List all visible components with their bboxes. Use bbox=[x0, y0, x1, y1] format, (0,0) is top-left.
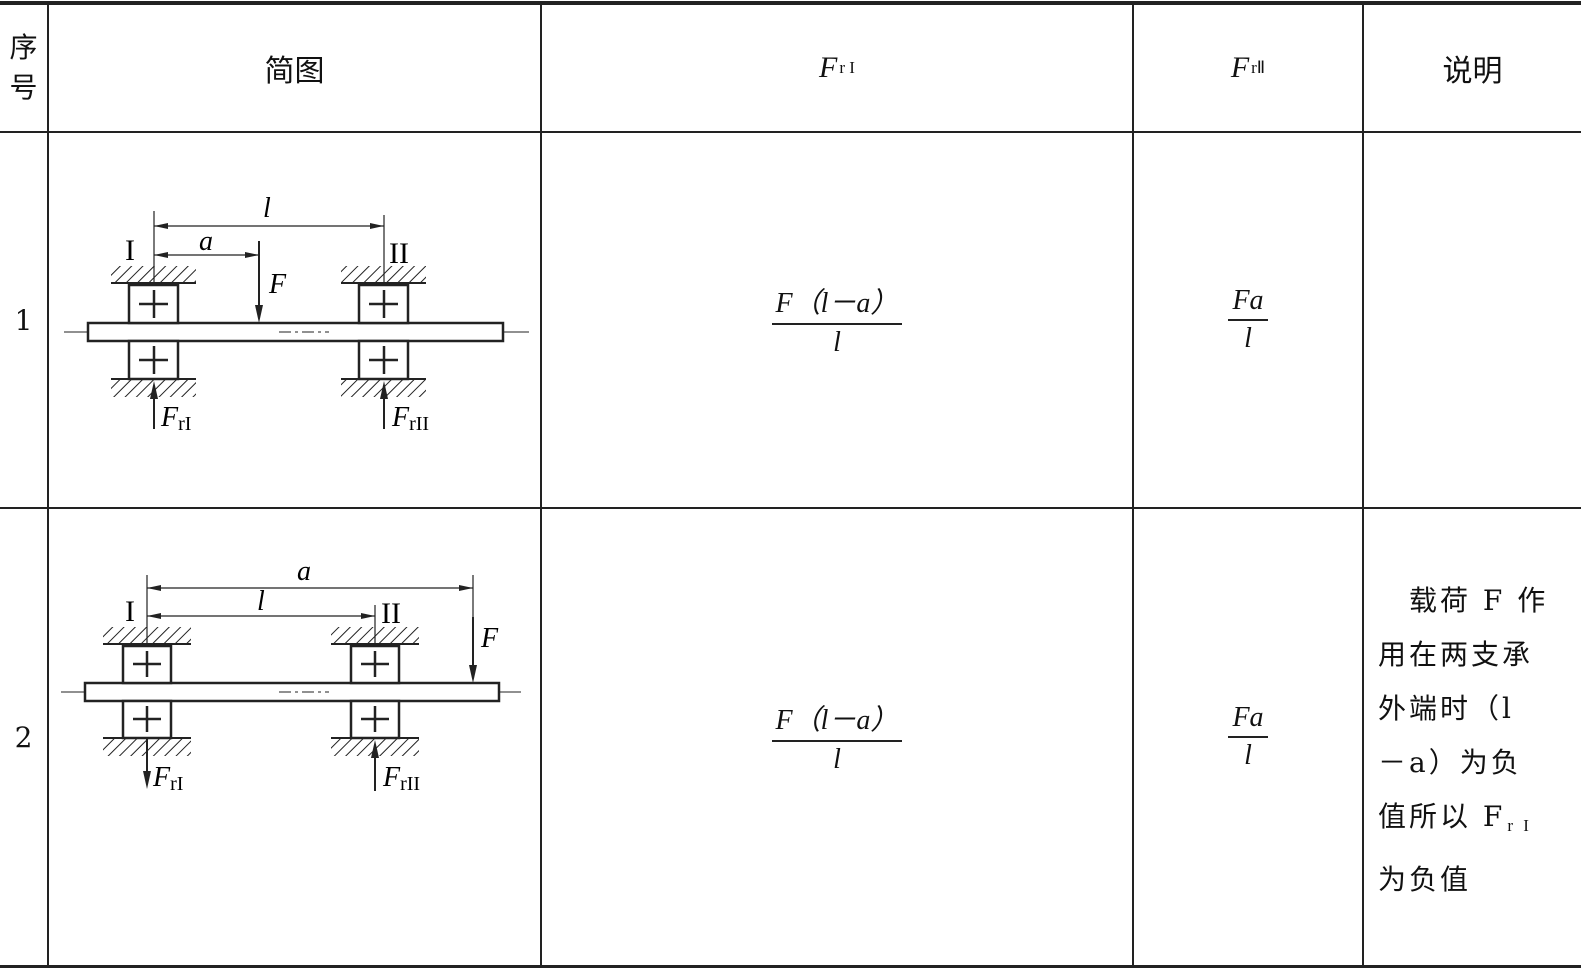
header-fr2-sub: rⅡ bbox=[1251, 58, 1266, 77]
row1-force-arrow bbox=[255, 241, 263, 323]
row1-fr2-fraction: Fa l bbox=[1228, 285, 1268, 355]
header-seq: 序 号 bbox=[0, 5, 47, 131]
row1-note bbox=[1364, 133, 1581, 507]
row1-fr1: F（l－a） l bbox=[542, 133, 1132, 507]
row1-fr2-numerator: Fa bbox=[1228, 285, 1268, 321]
row2-reaction1-arrow bbox=[143, 738, 151, 789]
row1-fr1-denominator: l bbox=[833, 327, 841, 358]
row2-note-line2: 用在两支承 bbox=[1378, 638, 1534, 671]
row2-dim-a bbox=[147, 585, 473, 591]
row2-note-line1: 载荷 F 作 bbox=[1378, 584, 1549, 617]
row2-reaction1-label: FrI bbox=[152, 762, 183, 795]
table-top-rule bbox=[0, 1, 1581, 5]
row1-force-label: F bbox=[268, 269, 287, 300]
row2-dim-l-label: l bbox=[257, 586, 265, 617]
row2-reaction2-label: FrII bbox=[382, 762, 420, 795]
header-seq-char1: 序 bbox=[9, 31, 38, 64]
row2-fr2-fraction: Fa l bbox=[1228, 702, 1268, 772]
row-divider bbox=[0, 507, 1581, 509]
row2-note-line5-sub: r I bbox=[1507, 816, 1532, 835]
row2-left-bearing bbox=[103, 627, 191, 756]
row1-diagram-cell: l a I II F FrI bbox=[49, 133, 540, 507]
col-divider-3 bbox=[1132, 3, 1134, 967]
header-seq-char2: 号 bbox=[9, 71, 38, 104]
row2-fr2: Fa l bbox=[1134, 509, 1362, 965]
header-note-label: 说明 bbox=[1442, 54, 1503, 89]
col-divider-2 bbox=[540, 3, 542, 967]
row2-note-line4: －a）为负 bbox=[1378, 746, 1522, 779]
row2-fr1-fraction: F（l－a） l bbox=[771, 698, 903, 776]
row2-note-line5-text: 值所以 F bbox=[1378, 800, 1506, 833]
row1-fr2-denominator: l bbox=[1244, 323, 1252, 354]
row1-right-bearing-label: II bbox=[389, 237, 409, 270]
header-fr2-main: F bbox=[1230, 51, 1250, 84]
row2-fr1: F（l－a） l bbox=[542, 509, 1132, 965]
row2-shaft-diagram: a l I II F FrI bbox=[61, 556, 521, 795]
table-bottom-rule bbox=[0, 965, 1581, 968]
row2-dim-l bbox=[147, 613, 375, 619]
header-diagram-label: 简图 bbox=[264, 54, 325, 89]
row1-fr2: Fa l bbox=[1134, 133, 1362, 507]
col-divider-1 bbox=[47, 3, 49, 967]
row2-note-line3: 外端时（l bbox=[1378, 692, 1514, 725]
row2-right-bearing-label: II bbox=[381, 597, 401, 630]
row2-note-line6: 为负值 bbox=[1378, 863, 1472, 896]
row2-force-arrow bbox=[469, 617, 477, 683]
header-diagram: 简图 bbox=[49, 5, 540, 131]
row1-fr1-numerator: F（l－a） bbox=[771, 281, 903, 325]
row1-reaction1-arrow bbox=[150, 381, 158, 429]
row1-reaction2-arrow bbox=[380, 381, 388, 429]
row1-fr1-fraction: F（l－a） l bbox=[771, 281, 903, 359]
row2-reaction2-arrow bbox=[371, 740, 379, 791]
row2-force-label: F bbox=[480, 623, 499, 654]
row1-reaction1-label: FrI bbox=[160, 402, 191, 435]
header-note: 说明 bbox=[1364, 5, 1581, 131]
row1-index-text: 1 bbox=[14, 303, 33, 337]
row2-left-bearing-label: I bbox=[125, 595, 135, 628]
row2-index: 2 bbox=[0, 509, 47, 965]
row1-dim-l bbox=[154, 223, 384, 229]
row1-right-bearing bbox=[341, 266, 426, 397]
row2-diagram-cell: a l I II F FrI bbox=[49, 509, 540, 965]
header-bottom-rule bbox=[0, 131, 1581, 133]
col-divider-4 bbox=[1362, 3, 1364, 967]
row2-fr1-numerator: F（l－a） bbox=[771, 698, 903, 742]
row2-shaft bbox=[83, 681, 501, 703]
row1-index: 1 bbox=[0, 133, 47, 507]
row1-dim-l-label: l bbox=[263, 193, 271, 224]
header-fr1-sub: r I bbox=[839, 58, 855, 77]
row2-fr2-denominator: l bbox=[1244, 740, 1252, 771]
row1-reaction2-label: FrII bbox=[391, 402, 429, 435]
row2-index-text: 2 bbox=[14, 720, 33, 754]
row1-shaft-diagram: l a I II F FrI bbox=[64, 193, 529, 435]
row2-fr2-numerator: Fa bbox=[1228, 702, 1268, 738]
row1-left-bearing-label: I bbox=[125, 234, 135, 267]
row2-fr1-denominator: l bbox=[833, 744, 841, 775]
header-fr1-main: F bbox=[819, 51, 838, 84]
row1-dim-a bbox=[154, 252, 259, 258]
row1-dim-a-label: a bbox=[199, 226, 213, 257]
row2-dim-a-label: a bbox=[297, 556, 311, 587]
